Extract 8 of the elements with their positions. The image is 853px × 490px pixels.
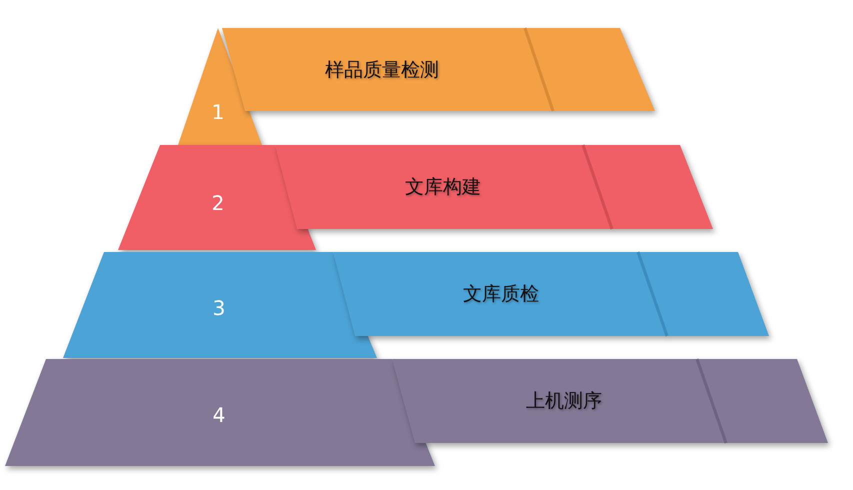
step-label: 文库质检	[463, 282, 539, 307]
step-label: 上机测序	[526, 389, 602, 414]
tier-number: 4	[212, 403, 226, 427]
step-label: 样品质量检测	[325, 58, 439, 83]
tier-number: 2	[212, 191, 224, 215]
tier-number: 1	[212, 100, 224, 124]
step-label: 文库构建	[405, 175, 481, 200]
tier-number: 3	[212, 296, 226, 320]
